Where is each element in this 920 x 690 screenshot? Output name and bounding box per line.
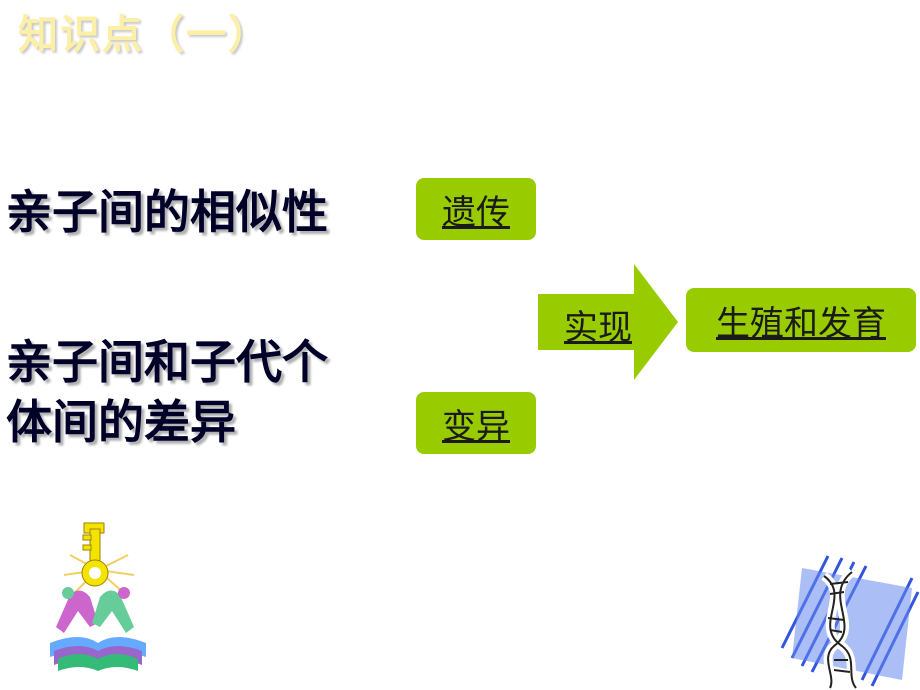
reproduction-development-link-box[interactable]: 生殖和发育 xyxy=(686,288,916,352)
slide-title: 知识点（一） xyxy=(18,12,270,58)
heredity-link-box[interactable]: 遗传 xyxy=(416,178,536,240)
arrow-right-icon xyxy=(538,264,678,380)
similarity-text: 亲子间的相似性 xyxy=(6,185,328,239)
difference-line-2: 体间的差异 xyxy=(6,395,236,449)
dna-helix-icon xyxy=(780,555,920,690)
variation-link-box[interactable]: 变异 xyxy=(416,392,536,454)
difference-line-1: 亲子间和子代个 xyxy=(6,335,328,389)
key-book-figures-icon xyxy=(50,522,146,671)
realize-link[interactable]: 实现 xyxy=(564,307,632,348)
difference-text: 亲子间和子代个 体间的差异 xyxy=(6,332,328,452)
